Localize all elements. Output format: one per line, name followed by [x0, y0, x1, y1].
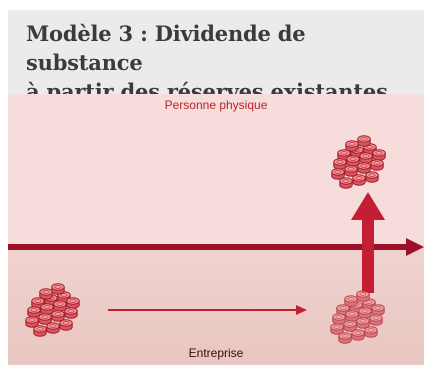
label-entreprise: Entreprise: [188, 346, 244, 360]
dividend-flow-diagram: [8, 94, 424, 365]
transfer-arrowhead: [296, 305, 307, 315]
label-personne-physique: Personne physique: [164, 98, 268, 112]
title-line-1: Modèle 3 : Dividende de substance: [26, 21, 306, 75]
title-box: Modèle 3 : Dividende de substance à part…: [8, 10, 424, 104]
diagram-frame: Modèle 3 : Dividende de substance à part…: [8, 10, 424, 365]
payout-arrow-shaft: [362, 219, 374, 293]
diagram-title: Modèle 3 : Dividende de substance à part…: [26, 19, 418, 106]
boundary-arrowhead: [406, 238, 424, 256]
payout-arrowhead: [351, 192, 385, 220]
